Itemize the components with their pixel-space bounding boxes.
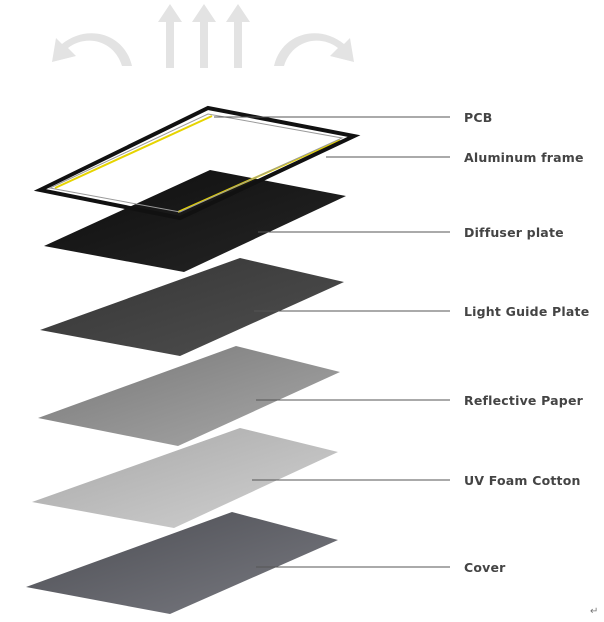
leader-lines <box>214 116 450 568</box>
uv-foam-cotton-layer <box>32 428 338 528</box>
label-light-guide-plate: Light Guide Plate <box>464 304 590 319</box>
aluminum-frame-inner-edge <box>48 113 344 213</box>
light-guide-plate-layer <box>40 258 344 356</box>
up-arrow-icon <box>226 4 250 68</box>
curved-arrow-right-icon <box>274 33 354 66</box>
diffuser-plate-layer <box>44 170 346 272</box>
label-reflective-paper: Reflective Paper <box>464 393 584 408</box>
paragraph-mark: ↵ <box>590 606 599 617</box>
up-arrow-icon <box>192 4 216 68</box>
label-diffuser-plate: Diffuser plate <box>464 225 564 240</box>
label-uv-foam-cotton: UV Foam Cotton <box>464 473 581 488</box>
up-arrow-icon <box>158 4 182 68</box>
reflective-paper-layer <box>38 346 340 446</box>
label-cover: Cover <box>464 560 506 575</box>
label-aluminum-frame: Aluminum frame <box>464 150 584 165</box>
aluminum-frame-layer <box>33 105 361 221</box>
cover-layer <box>26 512 338 614</box>
airflow-arrows <box>52 4 354 68</box>
label-pcb: PCB <box>464 110 493 125</box>
curved-arrow-left-icon <box>52 33 132 66</box>
